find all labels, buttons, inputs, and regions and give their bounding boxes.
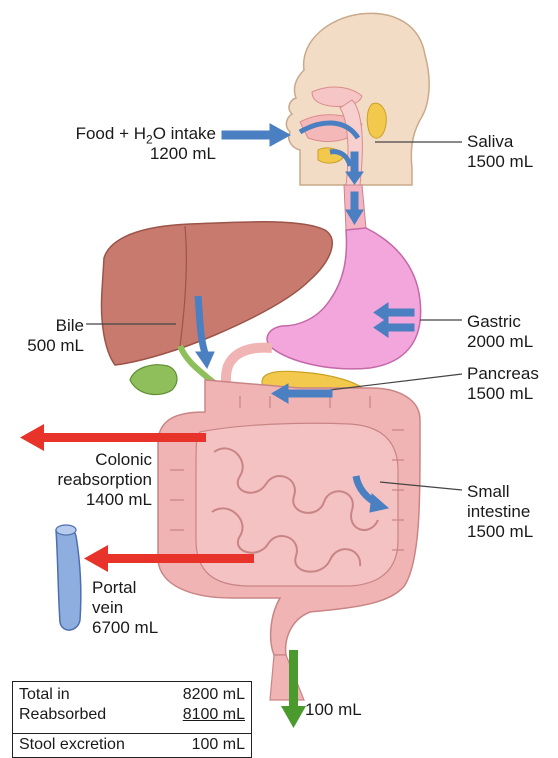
portal-vein-amount: 6700 mL: [92, 618, 158, 638]
small-intestine-label: Small intestine 1500 mL: [467, 482, 533, 542]
gallbladder: [130, 365, 177, 395]
portal-vein-label: Portal vein 6700 mL: [92, 578, 158, 638]
esophagus-arrow-shaft: [351, 192, 358, 212]
colonic-title-2: reabsorption: [0, 470, 152, 490]
small-intestine-title-2: intestine: [467, 502, 533, 522]
portal-arrow-shaft: [104, 554, 254, 563]
colonic-label: Colonic reabsorption 1400 mL: [0, 450, 152, 510]
gastric-label: Gastric 2000 mL: [467, 312, 533, 352]
fluid-balance-summary: Total in 8200 mL Reabsorbed 8100 mL Stoo…: [12, 681, 252, 758]
summary-row-stool: Stool excretion 100 mL: [19, 736, 245, 756]
summary-stool-value: 100 mL: [192, 736, 245, 754]
gastric-amount: 2000 mL: [467, 332, 533, 352]
stool-label: 100 mL: [305, 700, 362, 720]
small-intestine-title-1: Small: [467, 482, 533, 502]
colonic-arrow-head: [20, 424, 44, 451]
saliva-label: Saliva 1500 mL: [467, 132, 533, 172]
pancreas-title: Pancreas: [467, 364, 539, 384]
colonic-arrow-shaft: [40, 433, 206, 442]
summary-total-in-value: 8200 mL: [183, 686, 245, 704]
summary-row-reabsorbed: Reabsorbed 8100 mL: [19, 706, 245, 726]
portal-vein: [56, 527, 81, 630]
bile-label: Bile 500 mL: [0, 316, 84, 356]
pharynx-arrow-shaft: [351, 152, 358, 174]
colonic-title-1: Colonic: [0, 450, 152, 470]
summary-reabsorbed-value: 8100 mL: [183, 706, 245, 724]
stool-amount: 100 mL: [305, 700, 362, 720]
small-intestine-amount: 1500 mL: [467, 522, 533, 542]
colonic-amount: 1400 mL: [0, 490, 152, 510]
food-intake-label: Food + H2O intake 1200 mL: [20, 124, 216, 164]
pancreas-label: Pancreas 1500 mL: [467, 364, 539, 404]
summary-reabsorbed-label: Reabsorbed: [19, 706, 106, 724]
portal-vein-opening: [56, 525, 76, 535]
intake-arrow-shaft: [222, 131, 272, 139]
food-intake-title: Food + H2O intake: [20, 124, 216, 144]
summary-divider: [13, 733, 251, 734]
portal-arrow-head: [84, 545, 108, 572]
saliva-amount: 1500 mL: [467, 152, 533, 172]
food-intake-amount: 1200 mL: [20, 144, 216, 164]
pancreas-amount: 1500 mL: [467, 384, 539, 404]
pancreas-arrow-shaft: [286, 390, 332, 397]
gastric-arrow-1-shaft: [386, 309, 414, 316]
portal-vein-title-1: Portal: [92, 578, 158, 598]
summary-stool-label: Stool excretion: [19, 736, 125, 754]
bile-amount: 500 mL: [0, 336, 84, 356]
portal-vein-title-2: vein: [92, 598, 158, 618]
bile-title: Bile: [0, 316, 84, 336]
summary-row-total-in: Total in 8200 mL: [19, 686, 245, 706]
bile-arrow-head: [196, 352, 214, 368]
gastric-arrow-2-shaft: [386, 324, 414, 331]
gastric-title: Gastric: [467, 312, 533, 332]
salivary-gland-parotid: [367, 103, 386, 138]
summary-total-in-label: Total in: [19, 686, 70, 704]
rectum: [270, 655, 304, 700]
saliva-title: Saliva: [467, 132, 533, 152]
